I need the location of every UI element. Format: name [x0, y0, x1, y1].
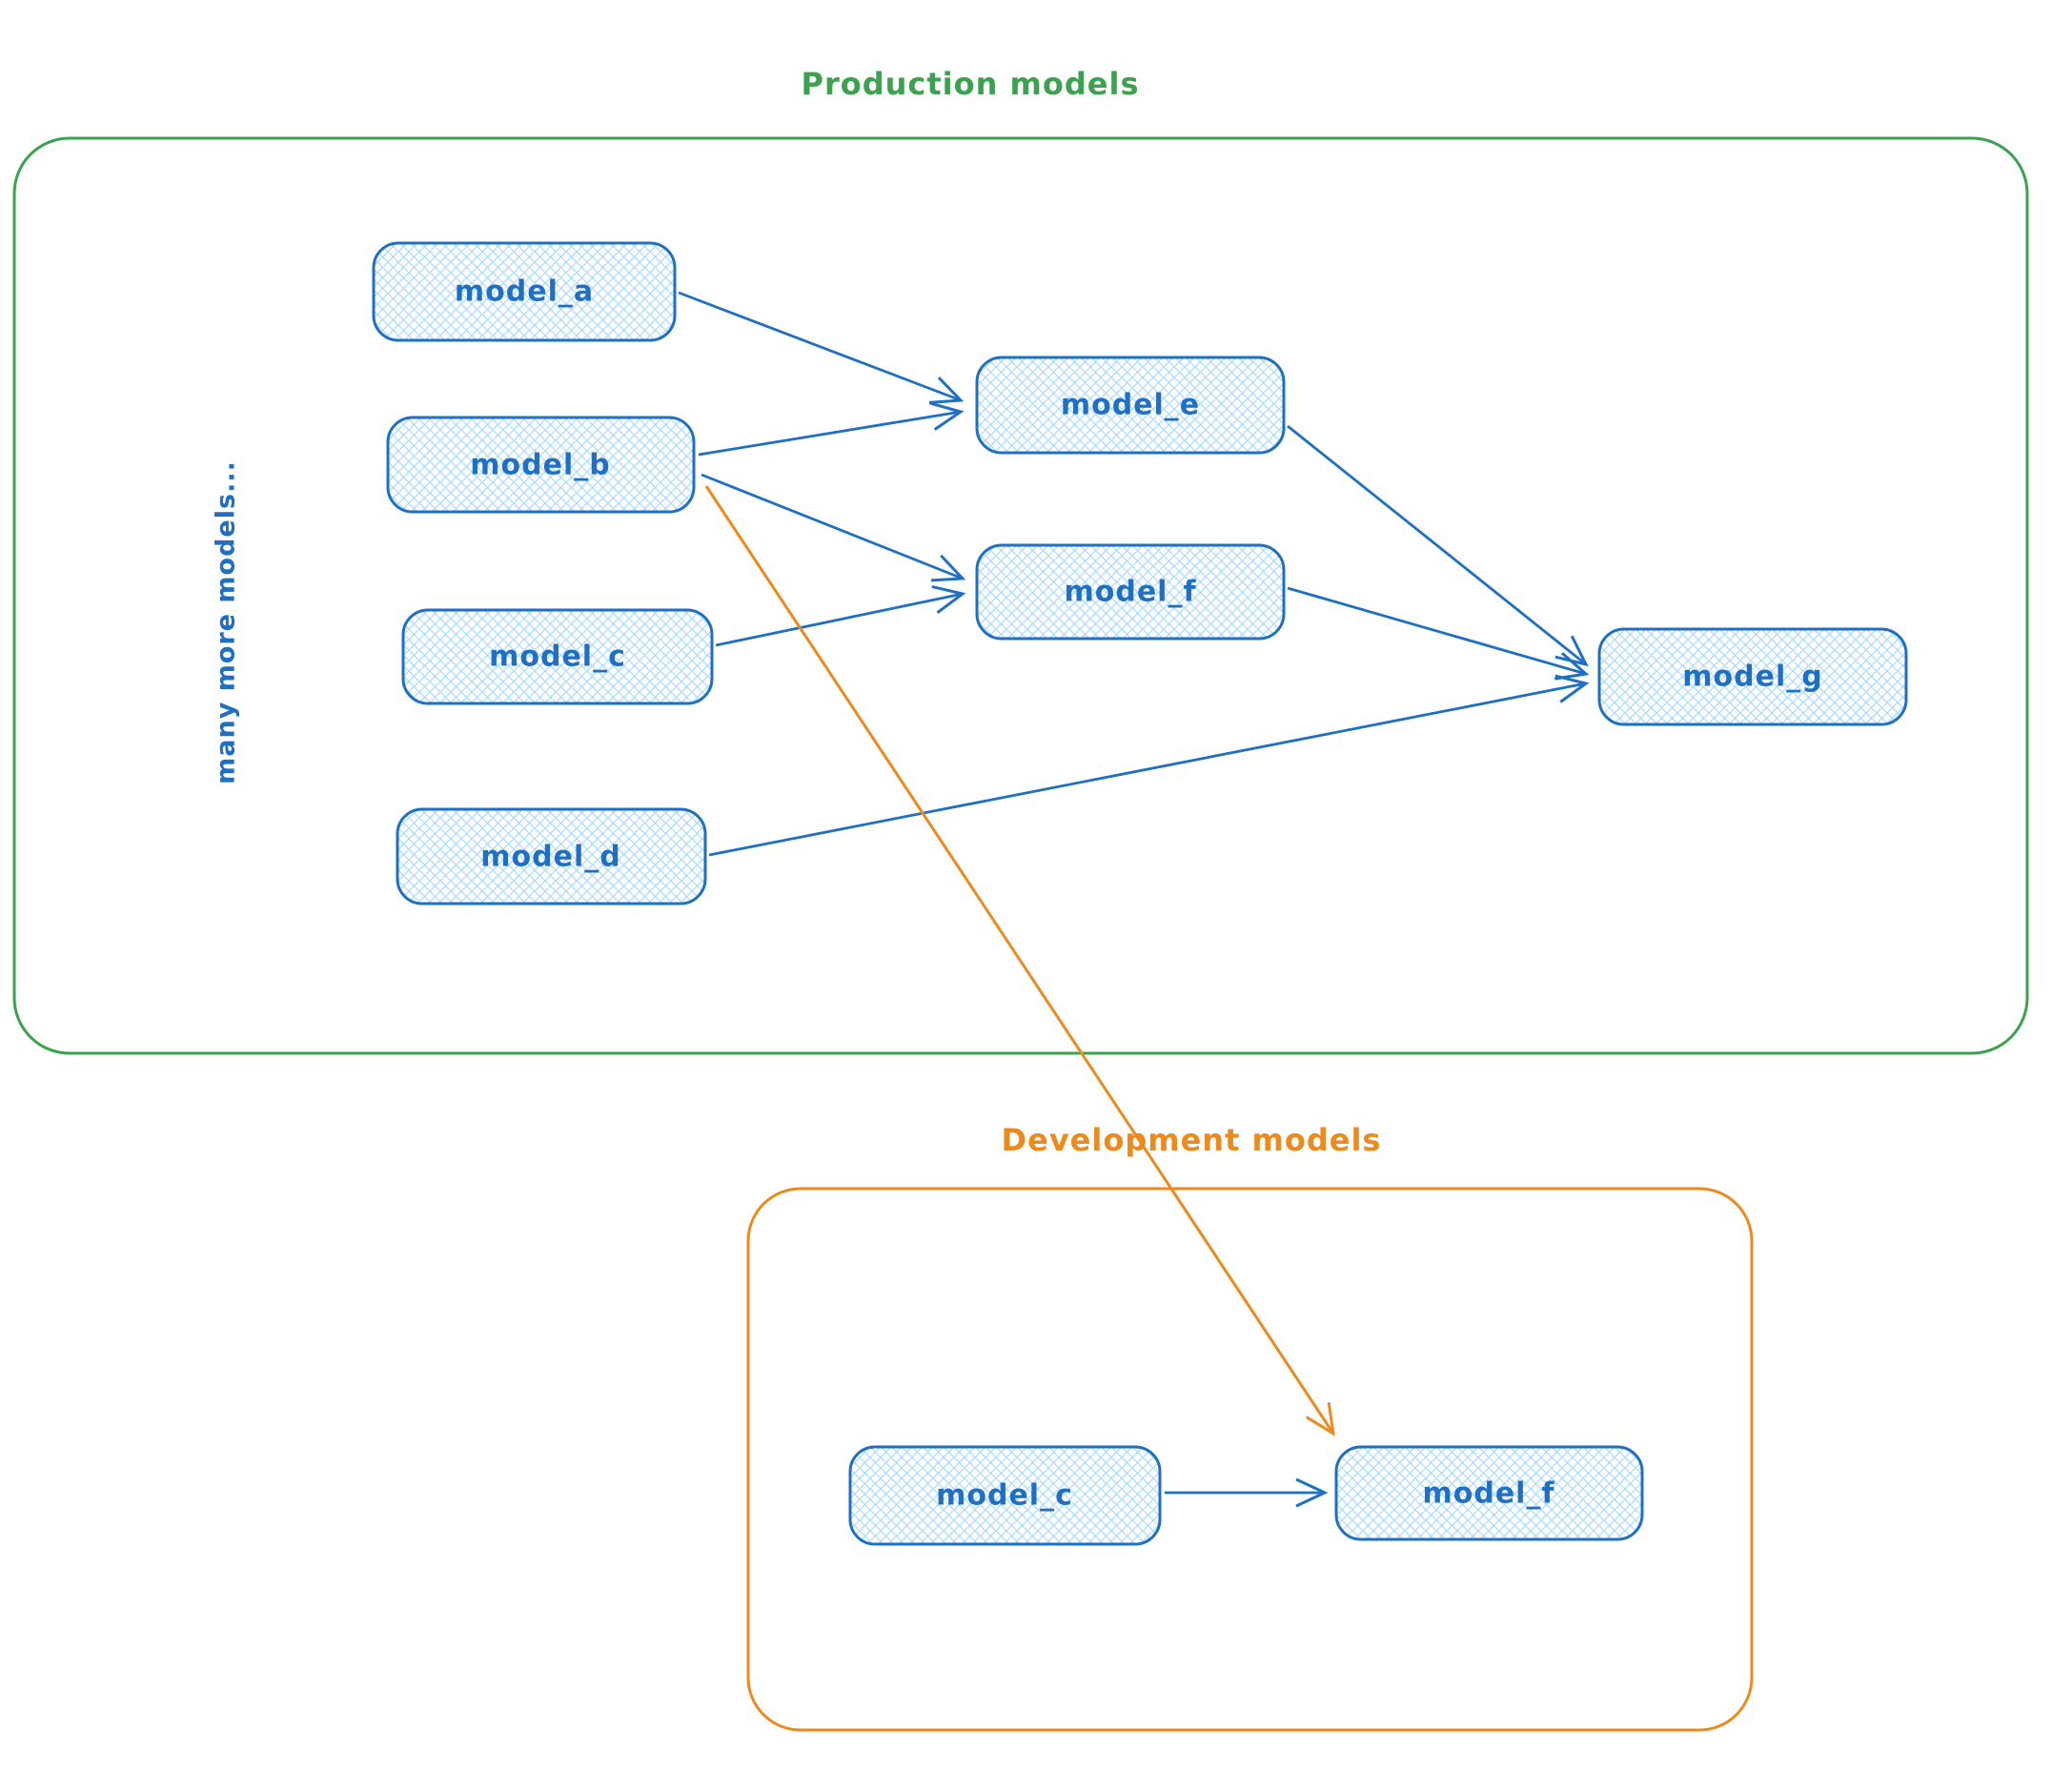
node-model-a-label: model_a	[455, 275, 594, 309]
node-dev-model-f-box	[1334, 1445, 1644, 1541]
node-model-c-label: model_c	[489, 641, 626, 674]
node-model-e-box	[975, 356, 1286, 455]
node-model-d-label: model_d	[480, 841, 620, 874]
node-model-g-box	[1597, 627, 1908, 726]
production-title: Production models	[802, 66, 1140, 102]
edge-model-d-to-model-g	[708, 674, 1590, 857]
node-dev-model-c-box	[848, 1445, 1162, 1546]
node-dev-model-c: model_c	[848, 1445, 1162, 1546]
node-model-f: model_f	[975, 543, 1286, 641]
node-model-c: model_c	[401, 608, 714, 705]
node-model-d: model_d	[396, 807, 707, 906]
node-model-d-box	[396, 807, 707, 906]
node-model-g: model_g	[1597, 627, 1908, 726]
edge-model-e-to-model-g	[1287, 424, 1589, 667]
edge-model-b-to-model-e	[698, 401, 965, 457]
development-container	[746, 1187, 1754, 1732]
node-model-a-box	[372, 241, 677, 342]
node-model-b-box	[386, 416, 696, 514]
edge-model-a-to-model-e	[678, 291, 965, 404]
node-model-e: model_e	[975, 356, 1286, 455]
edge-model-b-to-model-f	[701, 473, 966, 582]
edge-model-c-to-model-f	[715, 584, 966, 647]
node-model-c-box	[401, 608, 714, 705]
node-model-b-label: model_b	[470, 449, 610, 482]
node-model-g-label: model_g	[1682, 661, 1822, 694]
development-title: Development models	[1002, 1122, 1382, 1158]
node-model-e-label: model_e	[1061, 389, 1200, 422]
node-model-f-label: model_f	[1064, 576, 1196, 609]
edge-prod-model-b-to-dev-model-f	[704, 485, 1335, 1436]
node-dev-model-c-label: model_c	[936, 1479, 1073, 1513]
many-more-models-label: many more models...	[212, 460, 241, 784]
node-model-f-box	[975, 543, 1286, 641]
node-model-b: model_b	[386, 416, 696, 514]
edge-model-f-to-model-g	[1287, 586, 1590, 681]
production-container	[12, 136, 2029, 1055]
node-dev-model-f: model_f	[1334, 1445, 1644, 1541]
node-model-a: model_a	[372, 241, 677, 342]
node-dev-model-f-label: model_f	[1422, 1477, 1554, 1511]
